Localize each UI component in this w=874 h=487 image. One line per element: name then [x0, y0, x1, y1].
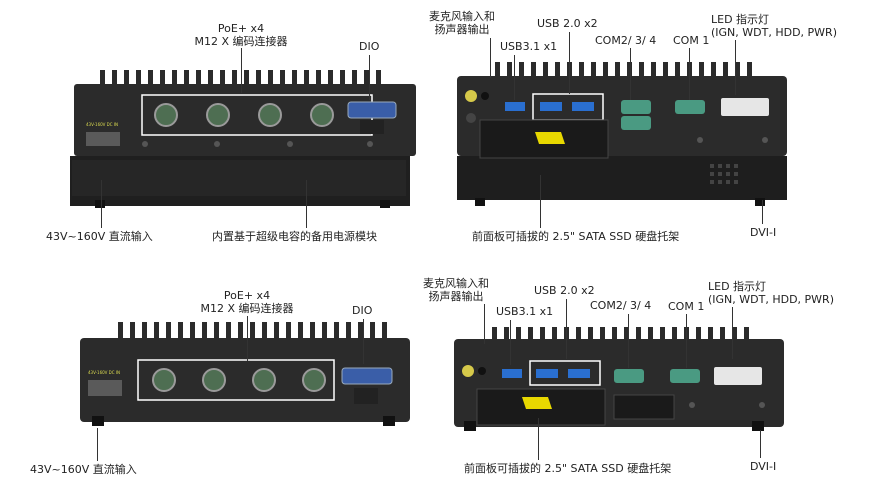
- bottom-right-mic-leader: [484, 304, 485, 344]
- bottom-right-mic-label: 麦克风输入和 扬声器输出: [423, 277, 489, 303]
- bottom-right-device-body: [454, 327, 784, 431]
- bottom-left-device: 43V-160V DC IN: [78, 320, 428, 430]
- bottom-right-usb31-leader: [510, 320, 511, 365]
- top-right-led-label: LED 指示灯 (IGN, WDT, HDD, PWR): [711, 13, 837, 39]
- bottom-right-led-label: LED 指示灯 (IGN, WDT, HDD, PWR): [708, 280, 834, 306]
- bottom-right-com1-label: COM 1: [668, 300, 705, 313]
- top-left-panel-text: 43V-160V DC IN: [86, 122, 118, 127]
- bottom-left-device-body: [80, 322, 410, 426]
- bottom-right-ssd-leader: [538, 418, 539, 460]
- bottom-left-poe-label: PoE+ x4 M12 X 编码连接器: [200, 289, 294, 315]
- top-right-dvi-label: DVI-I: [750, 226, 777, 239]
- bottom-right-com234-label: COM2/ 3/ 4: [590, 299, 652, 312]
- top-right-usb31-leader: [514, 55, 515, 100]
- top-left-backup-label: 内置基于超级电容的备用电源模块: [212, 230, 377, 243]
- top-right-usb31-label: USB3.1 x1: [500, 40, 558, 53]
- top-right-com234-leader: [630, 48, 631, 100]
- top-left-poe-label: PoE+ x4 M12 X 编码连接器: [194, 22, 288, 48]
- top-left-dio-label: DIO: [359, 40, 380, 53]
- bottom-right-com234-leader: [628, 314, 629, 368]
- bottom-right-dvi-label: DVI-I: [750, 460, 777, 473]
- top-right-device: [455, 60, 790, 208]
- top-right-device-body: [457, 62, 787, 206]
- top-right-com234-label: COM2/ 3/ 4: [595, 34, 657, 47]
- top-left-device: 43V-160V DC IN: [70, 60, 420, 210]
- top-right-led-leader: [735, 40, 736, 95]
- bottom-right-usb20-leader: [566, 299, 567, 359]
- bottom-left-dio-label: DIO: [352, 304, 373, 317]
- top-left-dc-label: 43V~160V 直流输入: [46, 230, 153, 243]
- top-left-device-body: [70, 70, 416, 208]
- top-right-com1-label: COM 1: [673, 34, 710, 47]
- top-left-dc-leader: [101, 180, 102, 228]
- bottom-left-panel-text: 43V-160V DC IN: [88, 370, 120, 375]
- bottom-right-device: [452, 325, 787, 435]
- top-right-mic-label: 麦克风输入和 扬声器输出: [429, 10, 495, 36]
- top-right-ssd-leader: [540, 175, 541, 228]
- top-right-com1-leader: [689, 48, 690, 100]
- bottom-right-usb31-label: USB3.1 x1: [496, 305, 554, 318]
- bottom-right-led-leader: [732, 307, 733, 359]
- top-right-ssd-label: 前面板可插拔的 2.5" SATA SSD 硬盘托架: [472, 230, 680, 243]
- bottom-left-poe-leader: [247, 316, 248, 361]
- top-left-dio-leader: [369, 55, 370, 100]
- top-right-dvi-leader: [762, 200, 763, 224]
- top-right-usb20-leader: [569, 32, 570, 94]
- bottom-left-dc-label: 43V~160V 直流输入: [30, 463, 137, 476]
- bottom-left-dc-leader: [97, 428, 98, 461]
- top-left-poe-leader: [241, 48, 242, 93]
- top-right-mic-leader: [490, 38, 491, 78]
- top-right-usb20-label: USB 2.0 x2: [537, 17, 598, 30]
- bottom-left-dio-leader: [363, 319, 364, 364]
- bottom-right-ssd-label: 前面板可插拔的 2.5" SATA SSD 硬盘托架: [464, 462, 672, 475]
- bottom-right-usb20-label: USB 2.0 x2: [534, 284, 595, 297]
- bottom-right-dvi-leader: [760, 430, 761, 458]
- top-left-backup-leader: [306, 180, 307, 228]
- bottom-right-com1-leader: [686, 314, 687, 368]
